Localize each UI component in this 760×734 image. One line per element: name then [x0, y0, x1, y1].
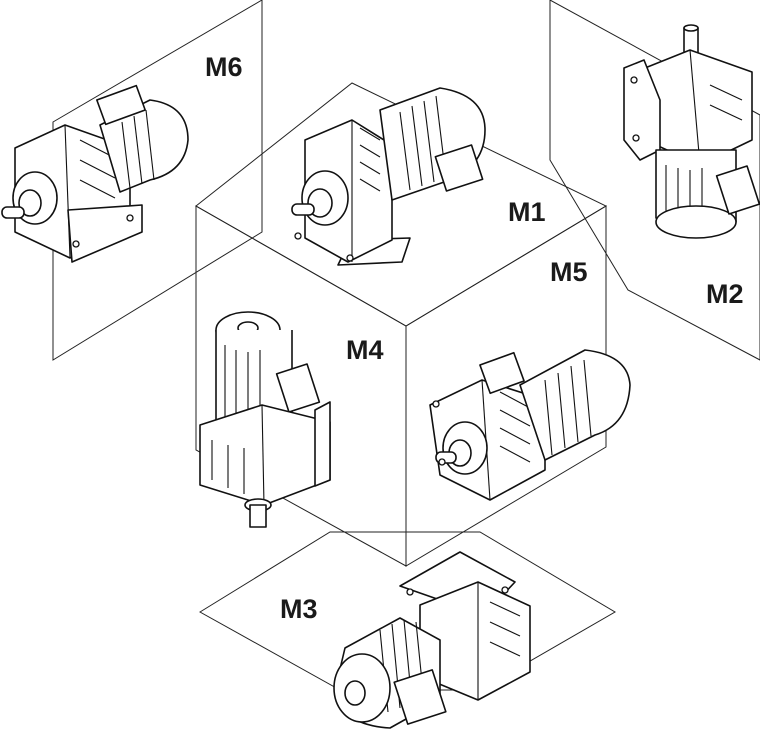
label-m4: M4 — [346, 335, 384, 365]
motor-m4 — [199, 311, 331, 528]
label-m6: M6 — [205, 52, 243, 82]
label-m3: M3 — [280, 594, 318, 624]
plane-m6 — [52, 0, 263, 361]
label-m1: M1 — [508, 197, 546, 227]
motor-m3 — [333, 551, 531, 729]
center-cube — [195, 82, 608, 567]
motor-m1 — [291, 87, 486, 266]
motor-m6 — [1, 84, 189, 263]
motor-m2 — [623, 24, 760, 239]
label-m5: M5 — [550, 257, 588, 287]
motor-m5 — [429, 349, 631, 501]
label-m2: M2 — [706, 279, 744, 309]
